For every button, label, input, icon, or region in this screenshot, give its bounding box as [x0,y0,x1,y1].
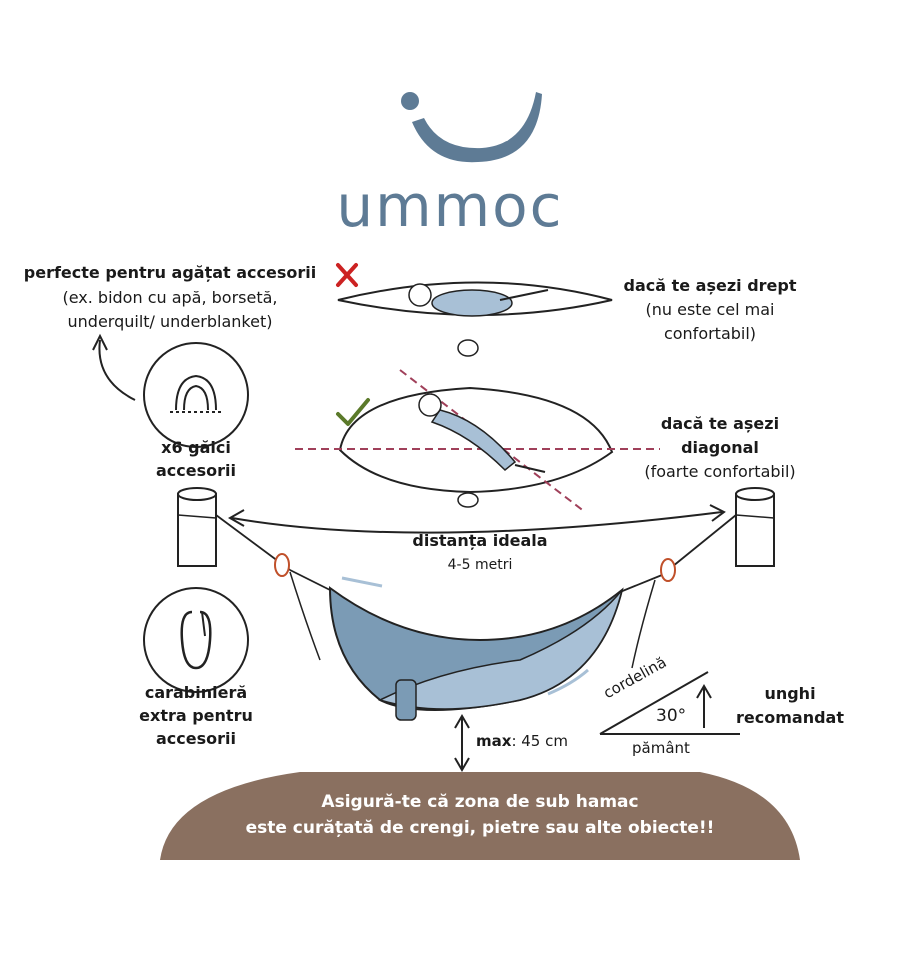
accessories-examples-line2: underquilt/ underblanket) [67,312,273,331]
curved-arrow-icon [98,339,136,401]
accessories-title: perfecte pentru agățat accesorii [23,263,317,282]
carabiner-icon [143,587,249,693]
cross-icon [336,263,358,287]
angle-title-line1: unghi [764,684,816,703]
ground-mound [160,772,800,860]
straight-note-line1: (nu este cel mai [645,300,775,319]
warning-line1: Asigură-te că zona de sub hamac [321,792,639,812]
diagonal-title-line2: diagonal [681,438,759,457]
straight-title: dacă te așezi drept [623,276,797,295]
hammock-illustration [328,576,624,721]
distance-value: 4-5 metri [447,557,513,573]
loops-label-line2: accesorii [156,461,236,480]
carabiner-label-line3: accesorii [156,729,236,748]
check-icon [336,398,370,426]
straight-lying-illustration [337,281,613,357]
carabiner-label-line1: carabinieră [144,683,248,702]
accessories-examples-line1: (ex. bidon cu apă, borsetă, [62,288,278,307]
left-tree-trunk [177,487,217,567]
angle-title-line2: recomandat [736,708,844,727]
diagonal-lying-illustration [295,369,660,513]
straight-note-line2: confortabil) [663,324,757,343]
angle-diagram [599,671,740,735]
brand-wordmark: ummoc [336,172,564,240]
height-arrow [454,714,470,772]
distance-arrow [227,504,726,534]
right-tree-trunk [735,487,775,567]
brand-logo-mark [401,92,542,163]
accessory-loops-icon [143,342,249,448]
warning-line2: este curățată de crengi, pietre sau alte… [245,818,715,838]
height-label: max: 45 cm [476,730,568,752]
ground-label: pământ [632,739,690,757]
angle-degrees: 30° [656,706,687,726]
carabiner-label-line2: extra pentru [139,706,253,725]
height-label-value: : 45 cm [511,732,568,750]
diagonal-note: (foarte confortabil) [644,462,796,481]
distance-title: distanța ideala [412,531,548,550]
height-label-max: max [476,732,512,750]
loops-label-line1: x6 găici [161,438,231,457]
diagonal-title-line1: dacă te așezi [660,414,780,433]
